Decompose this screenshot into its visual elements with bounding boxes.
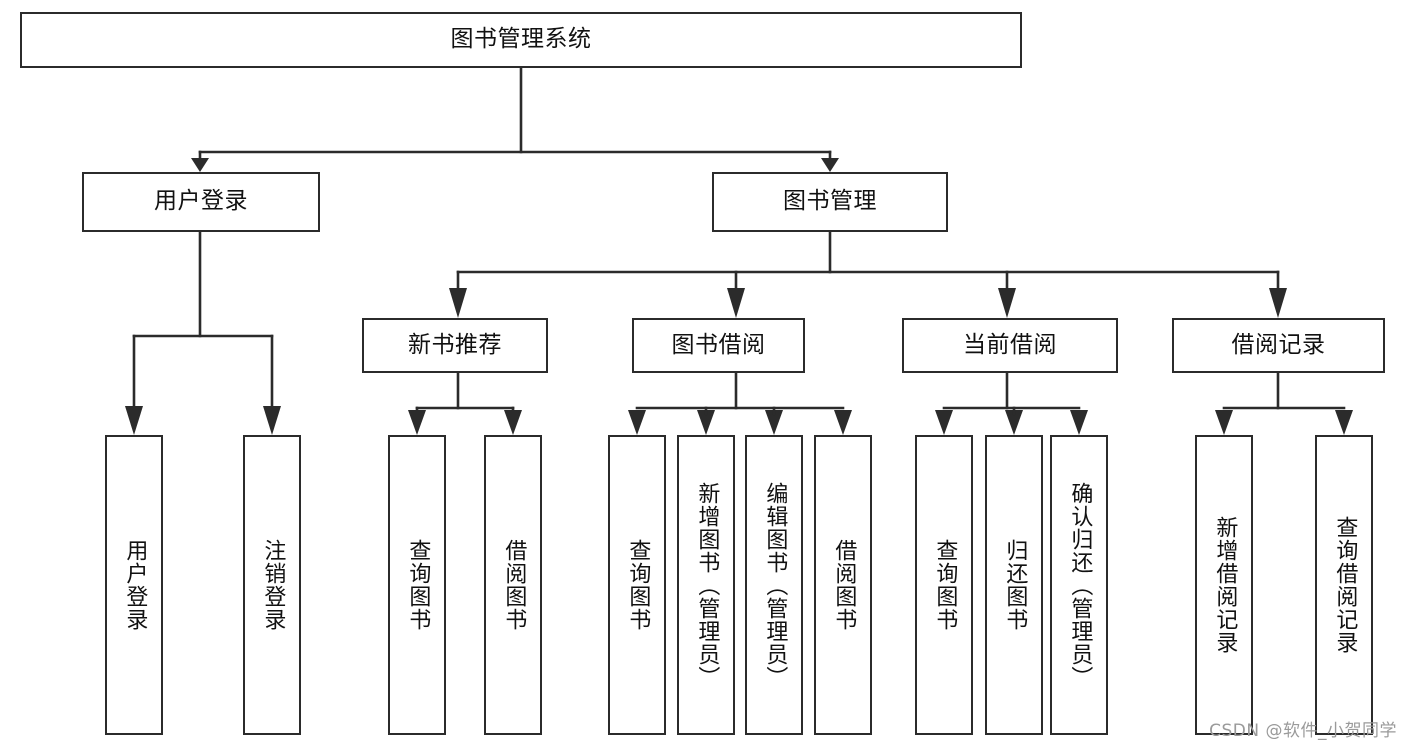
arrow-leaf-query1 [408,410,426,435]
leaf-confirm-return-label: 确认归还（管理员） [1067,481,1093,689]
arrow-leaf-borrow1 [504,410,522,435]
arrow-leaf-logout [263,406,281,435]
node-borrow-record[interactable]: 借阅记录 [1172,318,1385,373]
leaf-user-login[interactable]: 用户登录 [105,435,163,735]
node-book-borrow-label: 图书借阅 [671,331,766,358]
node-book-borrow[interactable]: 图书借阅 [632,318,805,373]
arrow-leaf-userlogin [125,406,143,435]
node-book-manage-label: 图书管理 [783,188,877,215]
leaf-query-book-2[interactable]: 查询图书 [608,435,666,735]
node-current-borrow-label: 当前借阅 [963,331,1057,358]
arrow-newbook [449,288,467,318]
arrow-currentborrow [998,288,1016,318]
arrow-user-login [191,158,209,172]
node-user-login-label: 用户登录 [154,188,248,215]
arrow-leaf-borrow2 [834,410,852,435]
leaf-borrow-book-1[interactable]: 借阅图书 [484,435,542,735]
leaf-add-borrow-record[interactable]: 新增借阅记录 [1195,435,1253,735]
leaf-borrow-book-2-label: 借阅图书 [831,539,857,631]
arrow-leaf-addrecord [1215,410,1233,435]
csdn-watermark: CSDN @软件_小贺同学 [1209,721,1397,741]
node-new-book-recommend[interactable]: 新书推荐 [362,318,548,373]
leaf-edit-book[interactable]: 编辑图书（管理员） [745,435,803,735]
leaf-borrow-book-1-label: 借阅图书 [501,539,527,631]
arrow-leaf-return [1005,410,1023,435]
node-user-login[interactable]: 用户登录 [82,172,320,232]
leaf-borrow-book-2[interactable]: 借阅图书 [814,435,872,735]
leaf-query-borrow-record[interactable]: 查询借阅记录 [1315,435,1373,735]
arrow-book-manage [821,158,839,172]
leaf-user-login-label: 用户登录 [122,539,148,631]
arrow-leaf-editbook [765,410,783,435]
leaf-logout[interactable]: 注销登录 [243,435,301,735]
leaf-add-book[interactable]: 新增图书（管理员） [677,435,735,735]
leaf-query-book-3-label: 查询图书 [932,539,958,631]
node-borrow-record-label: 借阅记录 [1231,331,1326,358]
leaf-query-book-3[interactable]: 查询图书 [915,435,973,735]
arrow-leaf-queryrecord [1335,410,1353,435]
node-new-book-recommend-label: 新书推荐 [408,331,502,358]
leaf-add-book-label: 新增图书（管理员） [694,481,720,689]
arrow-leaf-addbook [697,410,715,435]
arrow-bookborrow [727,288,745,318]
leaf-edit-book-label: 编辑图书（管理员） [762,481,788,689]
leaf-query-book-1-label: 查询图书 [405,539,431,631]
leaf-logout-label: 注销登录 [260,539,286,631]
leaf-add-borrow-record-label: 新增借阅记录 [1212,516,1238,654]
leaf-confirm-return[interactable]: 确认归还（管理员） [1050,435,1108,735]
arrow-borrowrecord [1269,288,1287,318]
arrow-leaf-confirmreturn [1070,410,1088,435]
arrow-leaf-query3 [935,410,953,435]
leaf-query-book-2-label: 查询图书 [625,539,651,631]
node-book-manage[interactable]: 图书管理 [712,172,948,232]
leaf-query-book-1[interactable]: 查询图书 [388,435,446,735]
leaf-query-borrow-record-label: 查询借阅记录 [1332,516,1358,654]
node-root[interactable]: 图书管理系统 [20,12,1022,68]
node-current-borrow[interactable]: 当前借阅 [902,318,1118,373]
leaf-return-book[interactable]: 归还图书 [985,435,1043,735]
leaf-return-book-label: 归还图书 [1002,539,1028,631]
node-root-label: 图书管理系统 [450,26,592,53]
arrow-leaf-query2 [628,410,646,435]
